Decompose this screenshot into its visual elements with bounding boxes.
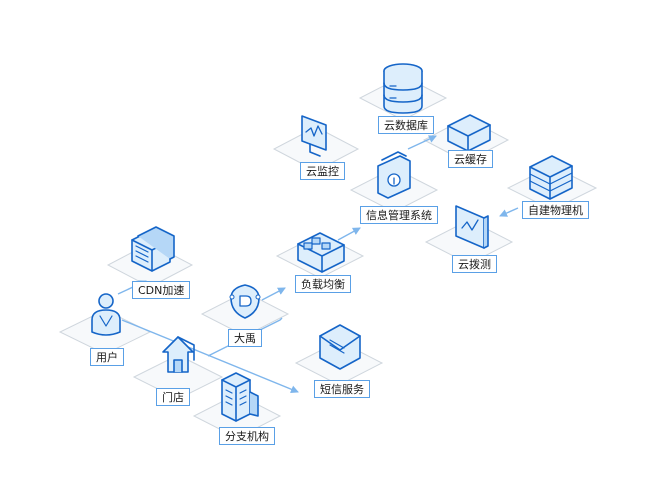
probe-screen-icon xyxy=(455,205,489,249)
envelope-icon xyxy=(319,324,361,370)
label-cache: 云缓存 xyxy=(448,150,493,168)
label-physical: 自建物理机 xyxy=(522,201,589,219)
arrow-lb-to-info xyxy=(337,227,361,241)
label-info: 信息管理系统 xyxy=(360,206,438,224)
server-rack-icon xyxy=(131,226,175,272)
user-icon xyxy=(91,293,121,336)
office-building-icon xyxy=(221,372,259,422)
info-folder-icon xyxy=(377,151,411,199)
database-icon xyxy=(383,63,423,114)
physical-server-icon xyxy=(529,155,573,200)
arrow-info-to-cache xyxy=(407,135,437,150)
label-lb: 负载均衡 xyxy=(295,275,351,293)
label-monitor: 云监控 xyxy=(300,162,345,180)
store-house-icon xyxy=(162,336,195,373)
label-probe: 云拨测 xyxy=(452,255,497,273)
monitor-icon xyxy=(301,115,327,157)
label-db: 云数据库 xyxy=(378,116,434,134)
label-shield: 大禹 xyxy=(228,329,262,347)
arrow-physical-to-probe xyxy=(499,207,519,217)
label-cdn: CDN加速 xyxy=(132,281,191,299)
label-branch: 分支机构 xyxy=(219,427,275,445)
label-user: 用户 xyxy=(90,348,124,366)
cache-box-icon xyxy=(447,114,491,152)
label-sms: 短信服务 xyxy=(314,380,370,398)
label-store: 门店 xyxy=(156,388,190,406)
load-balancer-icon xyxy=(297,232,345,273)
arrow-user-to-sms xyxy=(121,319,299,394)
shield-icon xyxy=(229,284,261,319)
arrow-shield-to-lb xyxy=(261,287,286,301)
